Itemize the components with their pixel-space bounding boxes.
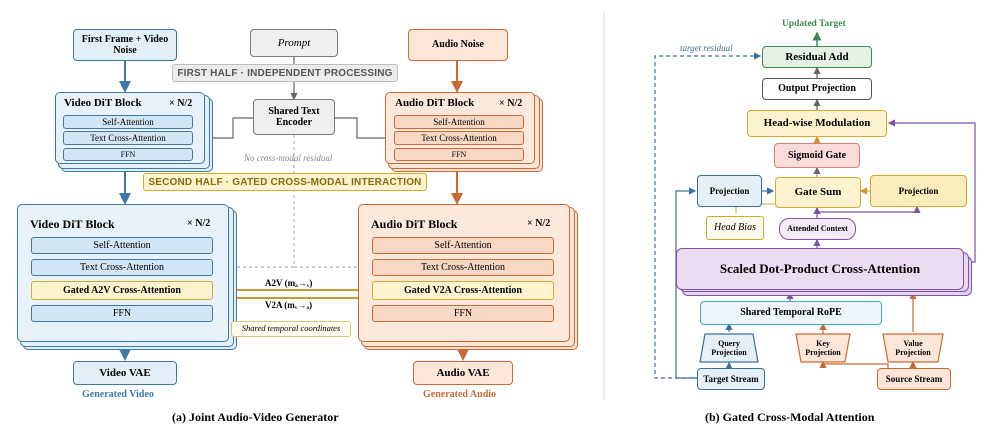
source-stream: Source Stream	[877, 368, 951, 390]
caption-a: (a) Joint Audio-Video Generator	[172, 410, 339, 424]
video-top-ffn: FFN	[63, 148, 193, 161]
generated-video: Generated Video	[82, 389, 154, 400]
projection-right: Projection	[870, 175, 967, 207]
query-projection: Query Projection	[711, 338, 747, 357]
attended-context: Attended Context	[779, 218, 856, 240]
banner-first-half: FIRST HALF · INDEPENDENT PROCESSING	[172, 64, 398, 82]
scaled-dot-product-cross-attention: Scaled Dot-Product Cross-Attention	[676, 248, 964, 290]
caption-b: (b) Gated Cross-Modal Attention	[705, 410, 875, 424]
prompt-box: Prompt	[250, 29, 338, 57]
audio-noise: Audio Noise	[408, 29, 508, 61]
audio-bottom-title: Audio DiT Block	[371, 217, 458, 231]
banner-second-half: SECOND HALF · GATED CROSS-MODAL INTERACT…	[143, 173, 427, 191]
output-projection: Output Projection	[762, 78, 872, 100]
video-top-repeat: × N/2	[169, 98, 193, 109]
video-bottom-ffn: FFN	[31, 305, 213, 322]
video-top-text-cross-attention: Text Cross-Attention	[63, 131, 193, 145]
headwise-modulation: Head-wise Modulation	[747, 110, 887, 137]
video-top-title: Video DiT Block	[64, 97, 142, 109]
residual-add: Residual Add	[762, 46, 872, 68]
gated-a2v-cross-attention: Gated A2V Cross-Attention	[31, 281, 213, 300]
gated-v2a-cross-attention: Gated V2A Cross-Attention	[372, 281, 554, 300]
query-projection-shape	[699, 333, 759, 363]
audio-bottom-ffn: FFN	[372, 305, 554, 322]
video-bottom-text-cross-attention: Text Cross-Attention	[31, 259, 213, 276]
gate-sum: Gate Sum	[775, 177, 861, 208]
projection-left: Projection	[697, 175, 762, 207]
video-bottom-repeat: × N/2	[187, 218, 211, 229]
shared-text-encoder: Shared Text Encoder	[253, 99, 335, 135]
shared-temporal-rope: Shared Temporal RoPE	[700, 301, 882, 325]
no-cross-modal-residual: No cross-modal residual	[244, 153, 333, 163]
video-vae: Video VAE	[73, 361, 177, 385]
shared-temporal-coordinates: Shared temporal coordinates	[231, 321, 351, 337]
audio-top-repeat: × N/2	[499, 98, 523, 109]
audio-bottom-self-attention: Self-Attention	[372, 237, 554, 254]
target-residual-label: target residual	[680, 43, 733, 53]
video-bottom-self-attention: Self-Attention	[31, 237, 213, 254]
audio-top-title: Audio DiT Block	[395, 97, 475, 109]
head-bias: Head Bias	[706, 216, 764, 240]
generated-audio: Generated Audio	[423, 389, 497, 400]
key-projection-shape	[795, 333, 851, 363]
first-frame-video-noise: First Frame + Video Noise	[73, 29, 177, 61]
audio-top-ffn: FFN	[394, 148, 524, 161]
audio-vae: Audio VAE	[413, 361, 513, 385]
video-bottom-title: Video DiT Block	[30, 217, 115, 231]
updated-target: Updated Target	[782, 19, 846, 29]
target-stream: Target Stream	[697, 368, 765, 390]
v2a-label: V2A (mᵥ→ₐ)	[265, 300, 313, 310]
audio-top-text-cross-attention: Text Cross-Attention	[394, 131, 524, 145]
a2v-label: A2V (mₐ→ᵥ)	[265, 278, 313, 288]
sigmoid-gate: Sigmoid Gate	[774, 143, 860, 168]
audio-top-self-attention: Self-Attention	[394, 115, 524, 129]
audio-bottom-repeat: × N/2	[527, 218, 551, 229]
audio-bottom-text-cross-attention: Text Cross-Attention	[372, 259, 554, 276]
video-top-self-attention: Self-Attention	[63, 115, 193, 129]
value-projection: Value Projection	[895, 338, 931, 357]
value-projection-shape	[882, 333, 944, 363]
key-projection: Key Projection	[805, 338, 841, 357]
